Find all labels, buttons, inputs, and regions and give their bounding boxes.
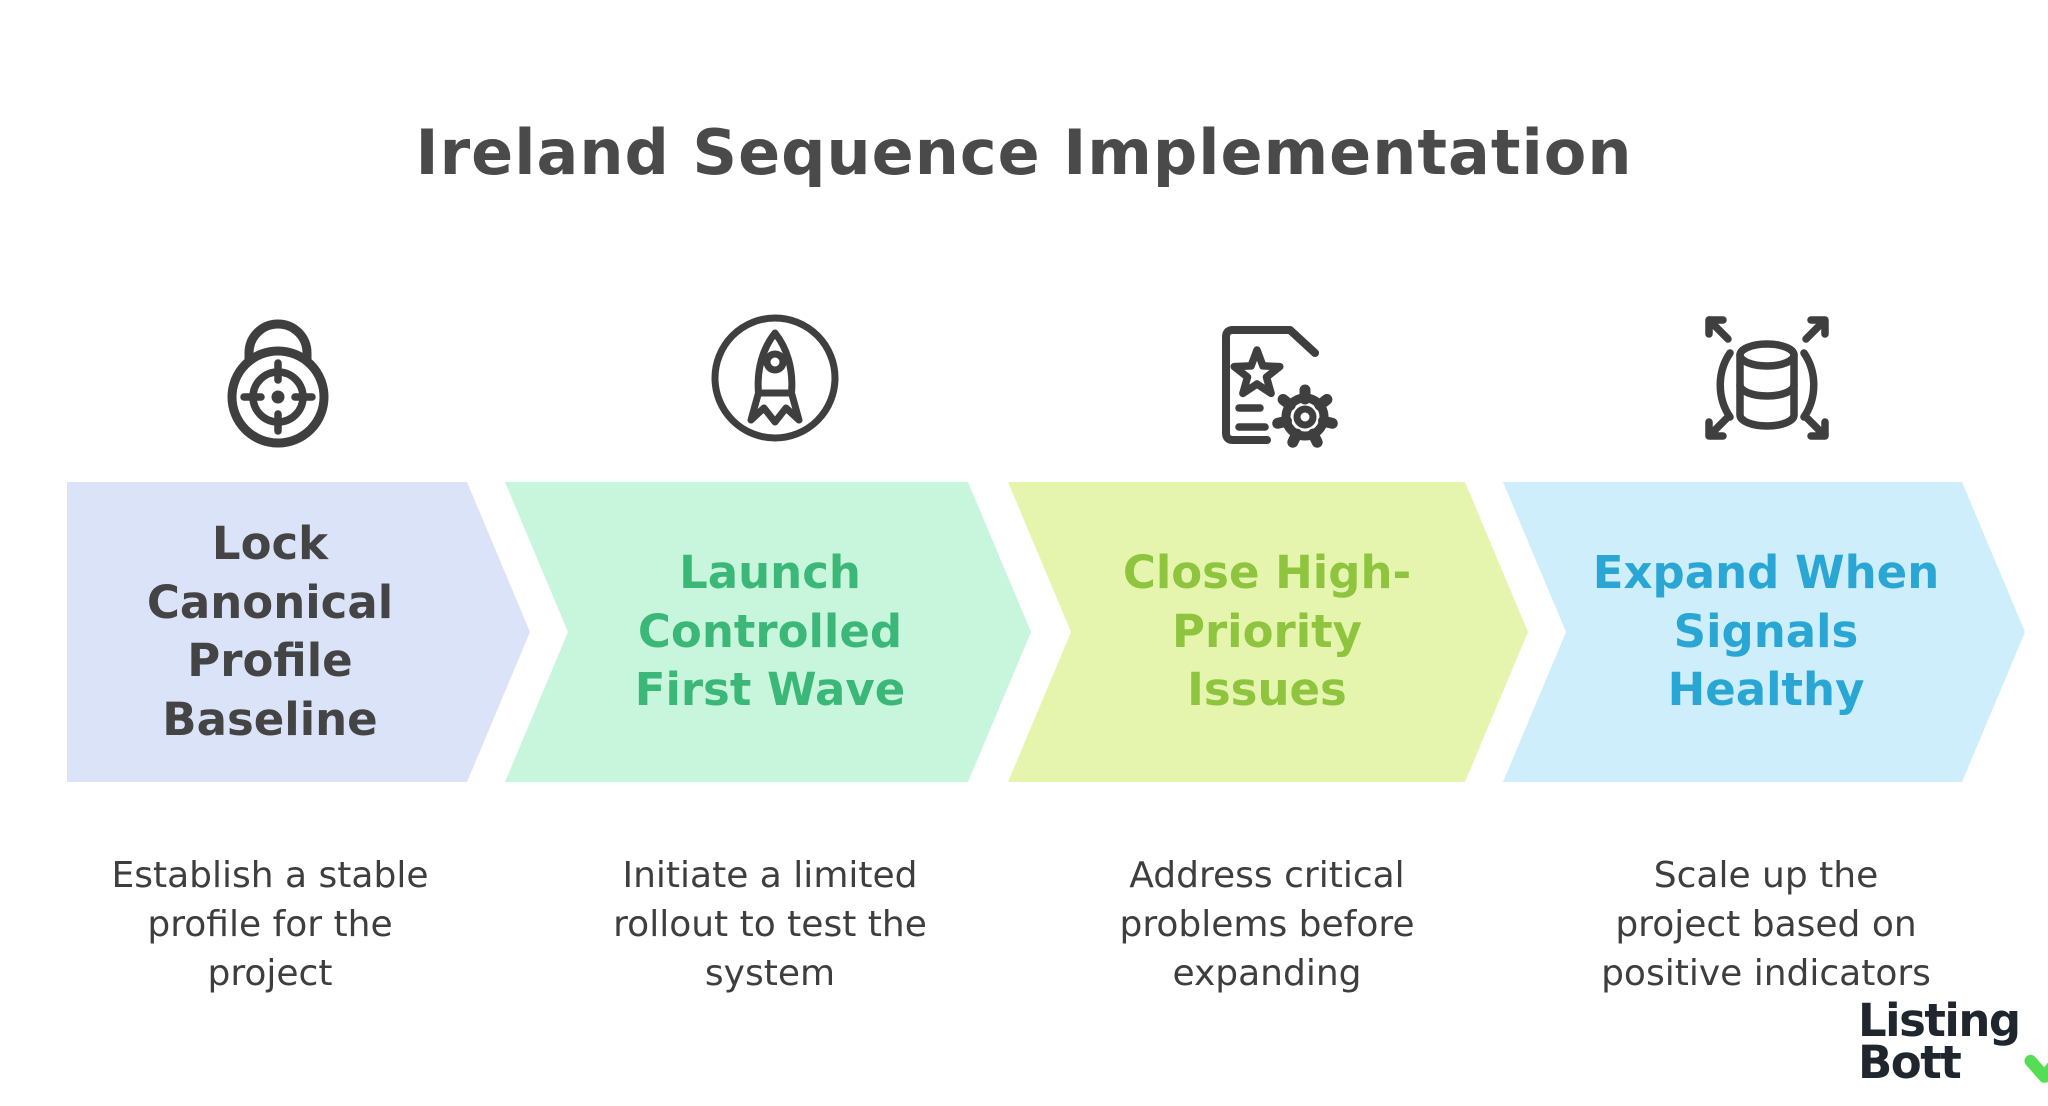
step-heading-3: Close High- Priority Issues bbox=[1122, 546, 1412, 717]
step-arrow-2 bbox=[505, 482, 1031, 782]
step-arrow-3 bbox=[1008, 482, 1528, 782]
database-expand-icon bbox=[1692, 303, 1842, 453]
document-gear-icon bbox=[1193, 300, 1343, 450]
listingbott-logo: Listing Bott bbox=[1858, 994, 2048, 1089]
step-description-3: Address critical problems before expandi… bbox=[1119, 855, 1415, 994]
step-description-4: Scale up the project based on positive i… bbox=[1601, 855, 1931, 994]
step-description-2: Initiate a limited rollout to test the s… bbox=[613, 855, 927, 994]
page-title: Ireland Sequence Implementation bbox=[415, 116, 1633, 189]
rocket-circle-icon bbox=[700, 303, 850, 453]
step-arrow-4 bbox=[1503, 482, 2025, 782]
step-heading-4: Expand When Signals Healthy bbox=[1592, 546, 1940, 717]
logo-line2: Bott bbox=[1858, 1035, 1962, 1089]
lock-target-icon bbox=[203, 300, 353, 450]
logo-line1: Listing bbox=[1858, 994, 2021, 1047]
process-arrow-band bbox=[67, 482, 2025, 782]
step-heading-1: Lock Canonical Profile Baseline bbox=[146, 517, 394, 746]
step-arrow-1 bbox=[67, 482, 530, 782]
step-heading-2: Launch Controlled First Wave bbox=[634, 546, 906, 717]
checkmark-icon bbox=[2024, 1054, 2048, 1083]
step-description-1: Establish a stable profile for the proje… bbox=[111, 855, 429, 994]
